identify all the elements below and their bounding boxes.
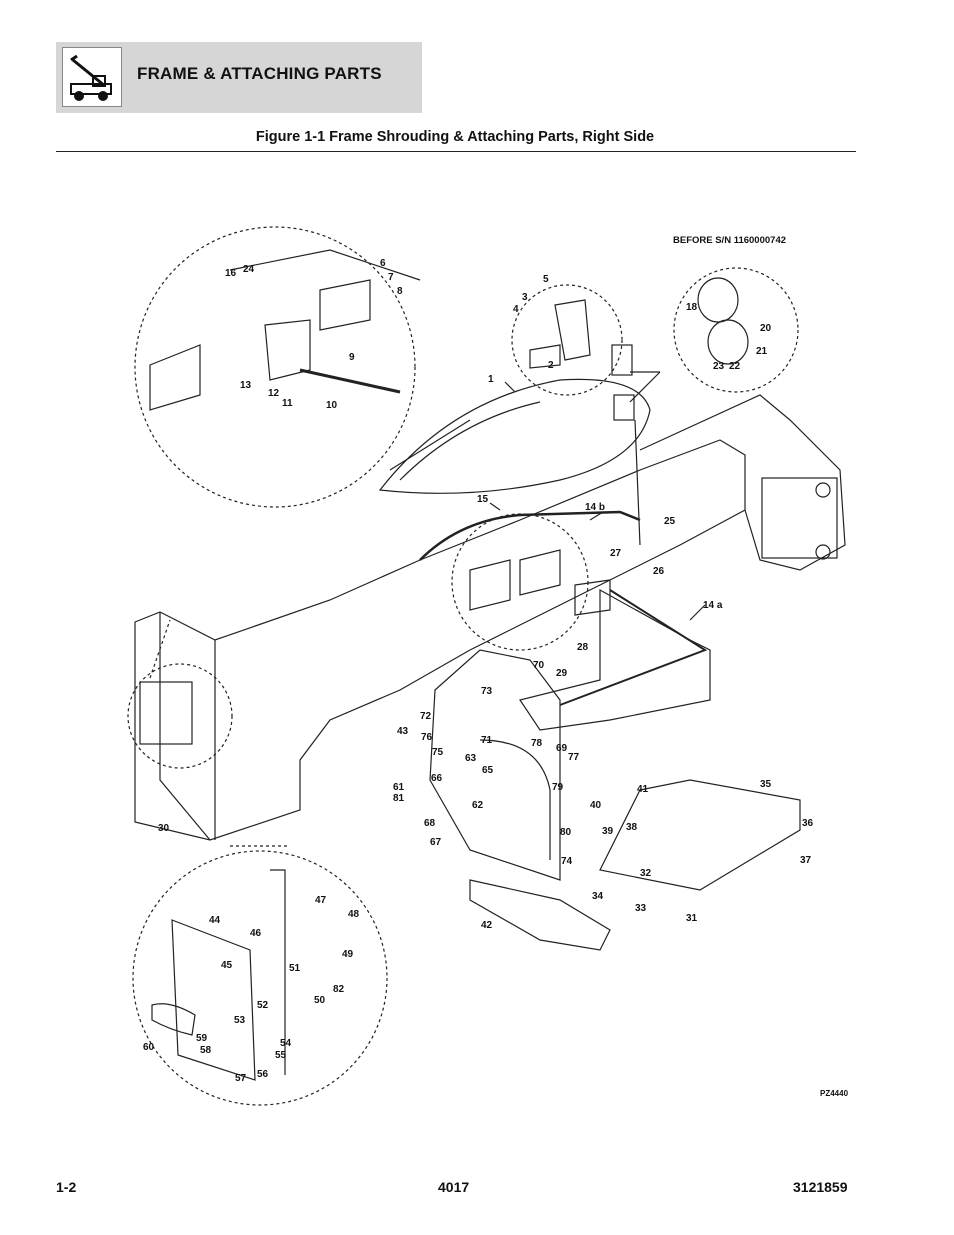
callout-14-a: 14 a — [703, 600, 723, 611]
callout-76: 76 — [421, 732, 433, 743]
section-title: FRAME & ATTACHING PARTS — [137, 64, 382, 83]
manual-number: 3121859 — [793, 1179, 848, 1195]
callout-53: 53 — [234, 1015, 246, 1026]
callout-1: 1 — [488, 374, 494, 385]
callout-61: 61 — [393, 782, 405, 793]
callout-7: 7 — [388, 272, 394, 283]
callout-58: 58 — [200, 1045, 212, 1056]
callout-48: 48 — [348, 909, 360, 920]
callout-75: 75 — [432, 747, 444, 758]
callout-71: 71 — [481, 735, 493, 746]
callout-34: 34 — [592, 891, 604, 902]
callout-32: 32 — [640, 868, 652, 879]
callout-12: 12 — [268, 388, 280, 399]
callout-43: 43 — [397, 726, 409, 737]
callout-68: 68 — [424, 818, 436, 829]
callout-55: 55 — [275, 1050, 287, 1061]
callout-6: 6 — [380, 258, 386, 269]
detail-circle-door-latch — [132, 850, 388, 1106]
callout-62: 62 — [472, 800, 484, 811]
callout-79: 79 — [552, 782, 564, 793]
callout-10: 10 — [326, 400, 338, 411]
callout-69: 69 — [556, 743, 568, 754]
callout-56: 56 — [257, 1069, 269, 1080]
callout-38: 38 — [626, 822, 638, 833]
callout-23: 23 — [713, 361, 725, 372]
callout-65: 65 — [482, 765, 494, 776]
callout-28: 28 — [577, 642, 589, 653]
callout-20: 20 — [760, 323, 772, 334]
callout-16: 16 — [225, 268, 237, 279]
callout-74: 74 — [561, 856, 573, 867]
callout-29: 29 — [556, 668, 568, 679]
callout-18: 18 — [686, 302, 698, 313]
serial-number-note: BEFORE S/N 1160000742 — [673, 235, 787, 246]
callout-11: 11 — [282, 398, 293, 409]
figure-title: Figure 1-1 Frame Shrouding & Attaching P… — [255, 129, 655, 145]
callout-13: 13 — [240, 380, 252, 391]
callout-80: 80 — [560, 827, 572, 838]
callout-22: 22 — [729, 361, 741, 372]
callout-41: 41 — [637, 784, 649, 795]
callout-70: 70 — [533, 660, 545, 671]
drawing-code: PZ4440 — [820, 1089, 849, 1098]
callout-57: 57 — [235, 1073, 247, 1084]
callout-81: 81 — [393, 793, 405, 804]
callout-35: 35 — [760, 779, 772, 790]
callout-66: 66 — [431, 773, 443, 784]
callout-27: 27 — [610, 548, 622, 559]
callout-52: 52 — [257, 1000, 269, 1011]
callout-50: 50 — [314, 995, 326, 1006]
callout-78: 78 — [531, 738, 543, 749]
callout-30: 30 — [158, 823, 170, 834]
callout-31: 31 — [686, 913, 698, 924]
callout-21: 21 — [756, 346, 768, 357]
callout-3: 3 — [522, 292, 528, 303]
detail-circle-door — [127, 663, 233, 769]
callout-82: 82 — [333, 984, 345, 995]
callout-2: 2 — [548, 360, 554, 371]
callout-77: 77 — [568, 752, 580, 763]
callout-8: 8 — [397, 286, 403, 297]
callout-59: 59 — [196, 1033, 208, 1044]
callout-49: 49 — [342, 949, 354, 960]
callout-45: 45 — [221, 960, 233, 971]
callout-67: 67 — [430, 837, 442, 848]
callout-72: 72 — [420, 711, 432, 722]
callout-73: 73 — [481, 686, 493, 697]
model-number: 4017 — [438, 1179, 470, 1195]
detail-circle-mirror — [673, 267, 799, 393]
callout-40: 40 — [590, 800, 602, 811]
page-number: 1-2 — [56, 1179, 77, 1195]
callout-60: 60 — [143, 1042, 155, 1053]
callout-25: 25 — [664, 516, 676, 527]
detail-circle-hinges — [134, 226, 416, 508]
callout-47: 47 — [315, 895, 327, 906]
detail-circle-bracket — [511, 284, 623, 396]
callout-24: 24 — [243, 264, 255, 275]
callout-9: 9 — [349, 352, 355, 363]
title-divider — [56, 151, 856, 152]
callout-46: 46 — [250, 928, 262, 939]
callout-14-b: 14 b — [585, 502, 605, 513]
callout-63: 63 — [465, 753, 477, 764]
callout-44: 44 — [209, 915, 221, 926]
callout-36: 36 — [802, 818, 814, 829]
callout-33: 33 — [635, 903, 647, 914]
callout-15: 15 — [477, 494, 489, 505]
telehandler-machine-icon — [62, 47, 122, 107]
callout-51: 51 — [289, 963, 301, 974]
callout-5: 5 — [543, 274, 549, 285]
callout-39: 39 — [602, 826, 614, 837]
callout-4: 4 — [513, 304, 519, 315]
callout-42: 42 — [481, 920, 493, 931]
callout-37: 37 — [800, 855, 812, 866]
callout-54: 54 — [280, 1038, 292, 1049]
callout-26: 26 — [653, 566, 665, 577]
